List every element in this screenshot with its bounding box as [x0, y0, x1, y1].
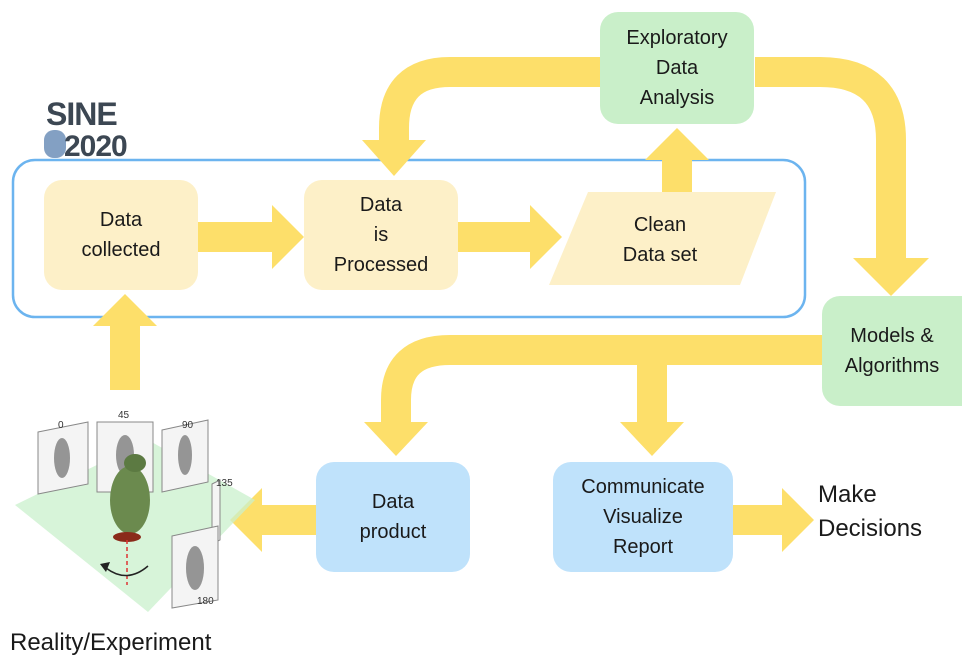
- node-line: Data: [655, 57, 699, 79]
- arrow-to-data-product-head: [364, 422, 428, 456]
- arrow-processed-to-clean: [458, 205, 562, 269]
- arrow-to-communicate-head: [620, 422, 684, 456]
- fly-silhouette-0: [54, 438, 70, 478]
- arrow-models-split: [381, 335, 822, 424]
- node-line: Report: [612, 536, 673, 558]
- arrow-eda-to-models-head: [853, 258, 929, 296]
- arrow-eda-to-models: [755, 57, 906, 260]
- data-product-node: Data product: [316, 462, 470, 572]
- node-line: Models &: [850, 325, 934, 347]
- angle-label-135: 135: [216, 478, 233, 489]
- node-line: is: [373, 224, 389, 246]
- make-decisions-label: Make Decisions: [818, 478, 922, 546]
- node-line: Processed: [333, 254, 429, 276]
- node-line: collected: [81, 239, 161, 261]
- rotation-arrow-icon: [105, 565, 149, 577]
- arrow-eda-to-processed-head: [362, 140, 426, 176]
- clean-data-node: Clean Data set: [590, 200, 730, 280]
- arrow-communicate-to-decisions: [733, 488, 814, 552]
- label-line: Decisions: [818, 515, 923, 542]
- label-line: Make: [818, 481, 877, 508]
- node-line: product: [359, 521, 427, 543]
- arrow-collected-to-processed: [198, 205, 304, 269]
- process-frame: [11, 158, 807, 319]
- angle-label-45: 45: [118, 410, 130, 421]
- arrow-clean-to-eda: [645, 128, 709, 192]
- specimen-mount: [113, 532, 141, 542]
- logo-text-top: SINE: [46, 96, 118, 132]
- node-line: Data: [359, 194, 403, 216]
- arrow-reality-to-collected: [93, 294, 157, 390]
- logo-text-bottom: 2020: [64, 130, 128, 163]
- fly-specimen: [110, 466, 150, 534]
- logo-mark-icon: [44, 130, 66, 158]
- node-line: Exploratory: [626, 27, 728, 49]
- fly-silhouette-180: [186, 546, 204, 590]
- node-line: Visualize: [603, 506, 683, 528]
- data-processed-node: Data is Processed: [304, 180, 458, 290]
- angle-label-0: 0: [58, 420, 64, 431]
- arrow-eda-to-processed: [379, 57, 600, 142]
- fly-silhouette-90: [178, 435, 192, 475]
- angle-label-90: 90: [182, 420, 194, 431]
- communicate-node: Communicate Visualize Report: [553, 462, 733, 572]
- node-line: Clean: [633, 214, 687, 236]
- data-collected-node: Data collected: [44, 180, 198, 290]
- node-line: Data: [371, 491, 415, 513]
- angle-label-180: 180: [197, 596, 214, 607]
- rotation-arrowhead: [100, 562, 110, 572]
- experiment-illustration: 0 45 90 135 180: [15, 410, 255, 612]
- clean-data-shape: [549, 192, 776, 285]
- reality-experiment-label: Reality/Experiment: [10, 629, 212, 656]
- sine2020-logo: SINE 2020: [44, 96, 144, 168]
- node-line: Communicate: [581, 476, 705, 498]
- node-line: Analysis: [639, 87, 715, 109]
- node-line: Algorithms: [844, 355, 940, 377]
- node-line: Data set: [622, 244, 698, 266]
- node-line: Data: [99, 209, 143, 231]
- models-node: Models & Algorithms: [822, 296, 962, 406]
- fly-specimen-head: [124, 454, 146, 472]
- arrow-product-to-reality: [230, 488, 316, 552]
- eda-node: Exploratory Data Analysis: [600, 12, 754, 124]
